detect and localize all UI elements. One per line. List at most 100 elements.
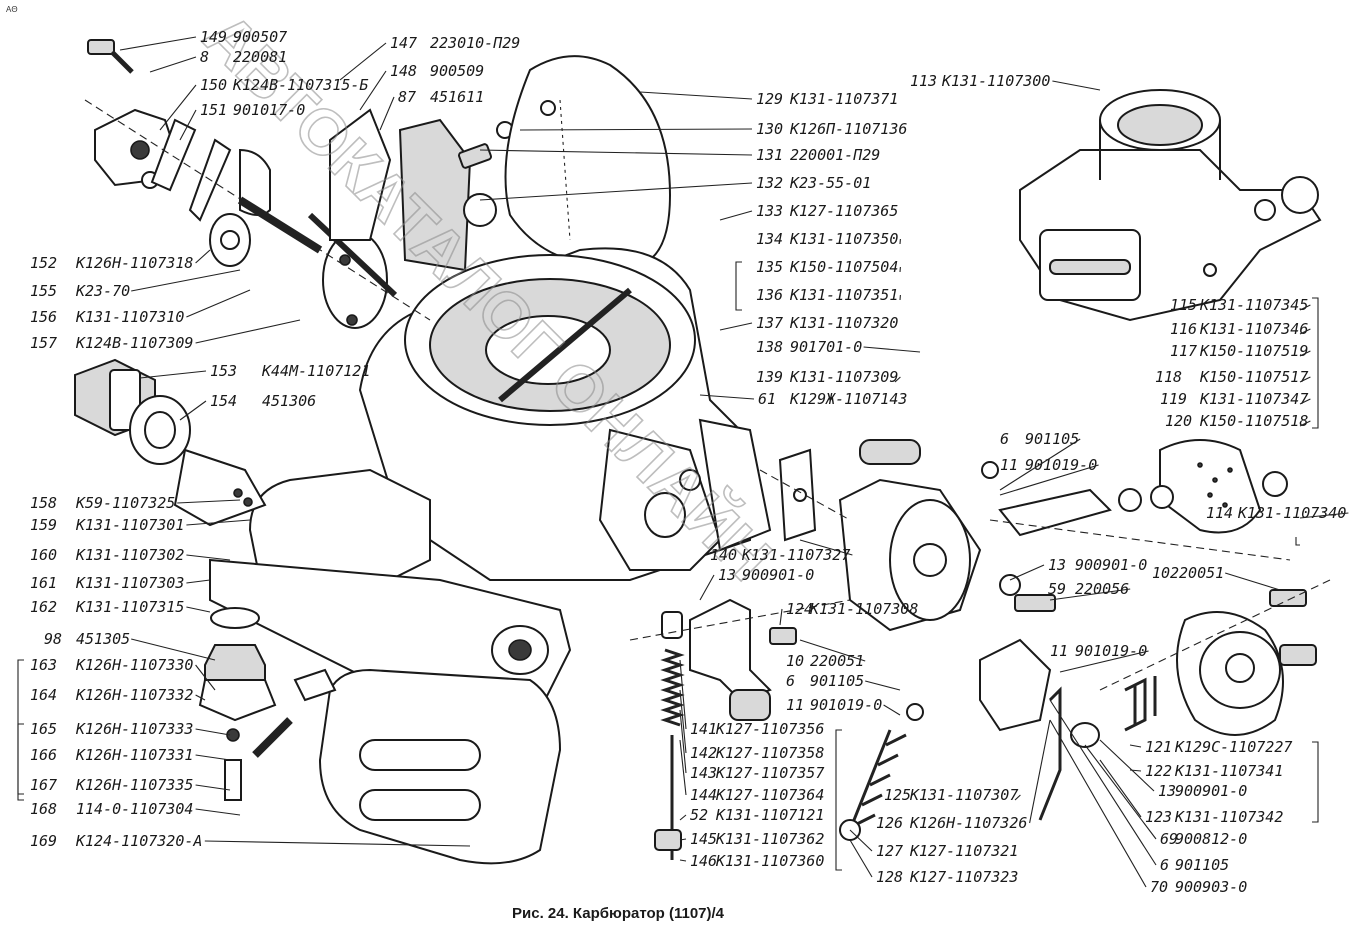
callout-part-code: К131-1107346 (1199, 320, 1308, 338)
callout-number: 154 (210, 392, 237, 410)
leader-line (1052, 81, 1100, 90)
callout-number: 134 (756, 230, 783, 248)
leader-line (196, 250, 210, 263)
callout: 136 К131-1107351 (756, 286, 898, 304)
leader-line (884, 705, 900, 715)
leader-line (196, 320, 300, 343)
callout-part-code: К127-1107323 (909, 868, 1018, 886)
callout-part-code: К127-1107365 (789, 202, 898, 220)
leader-line (131, 270, 240, 291)
callout-number: 116 (1170, 320, 1197, 338)
callout-number: 118 (1155, 368, 1182, 386)
callout-number: 13 (1048, 556, 1066, 574)
callout-number: 150 (200, 76, 227, 94)
leader-line (780, 609, 782, 625)
callout-part-code: К127-1107321 (909, 842, 1018, 860)
leader-line (120, 37, 196, 50)
callout-part-code: К131-1107308 (809, 600, 918, 618)
float-chamber (320, 670, 560, 863)
callout-number: 125 (884, 786, 911, 804)
callout-part-code: К126Н-1107318 (75, 254, 193, 272)
callout-part-code: К126Н-1107331 (75, 746, 193, 764)
callout-part-code: К129Ж-1107143 (789, 390, 907, 408)
callout-part-code: 901105 (1175, 856, 1229, 874)
callout-part-code: К23-55-01 (789, 174, 871, 192)
callout-number: 117 (1170, 342, 1197, 360)
callout: 164 К126Н-1107332 (30, 686, 193, 704)
leader-line (680, 815, 686, 820)
callout-part-code: К150-1107517 (1199, 368, 1308, 386)
callout-part-code: К131-1107342 (1174, 808, 1283, 826)
leader-line (1130, 745, 1141, 747)
figure-caption: Рис. 24. Карбюратор (1107)/4 (512, 905, 725, 922)
assembled-carburetor (1020, 90, 1320, 320)
callout-number: 87 (398, 88, 416, 106)
callout-part-code: К126Н-1107332 (75, 686, 193, 704)
callout-number: 137 (756, 314, 783, 332)
corner-mark: AΘ (6, 5, 18, 14)
callout-number: 6 (1160, 856, 1169, 874)
callout-number: 114 (1206, 504, 1233, 522)
callout-number: 136 (756, 286, 783, 304)
callout-part-code: К127-1107358 (715, 744, 824, 762)
callout-part-code: 223010-П29 (430, 34, 520, 52)
callout-number: 10 (786, 652, 804, 670)
callout-part-code: К150-1107518 (1199, 412, 1308, 430)
callout-part-code: 220051 (1170, 564, 1224, 582)
callout-number: 123 (1145, 808, 1172, 826)
leader-line (720, 323, 752, 330)
callout: 118 К150-1107517 (1155, 368, 1308, 386)
callout-part-code: К131-1107302 (75, 546, 184, 564)
callout-number: 144 (690, 786, 717, 804)
callout-number: 165 (30, 720, 57, 738)
callout-number: 143 (690, 764, 717, 782)
callout-number: 121 (1145, 738, 1172, 756)
leader-line (850, 830, 872, 851)
callout-part-code: 901105 (810, 672, 864, 690)
leader-line (720, 211, 752, 220)
callout-part-code: К131-1107327 (741, 546, 850, 564)
callout-part-code: К127-1107357 (715, 764, 824, 782)
leader-line (186, 555, 230, 560)
leader-line (850, 840, 872, 877)
callout-part-code: 901019-0 (1025, 456, 1097, 474)
callout-number: 140 (710, 546, 737, 564)
leader-line (150, 57, 196, 72)
callout-part-code: К131-1107351 (789, 286, 898, 304)
callout-number: 164 (30, 686, 57, 704)
callout-part-code: 451305 (76, 630, 130, 648)
callout-number: 159 (30, 516, 57, 534)
callout-number: 70 (1150, 878, 1168, 896)
callout-part-code: К131-1107362 (715, 830, 824, 848)
callout-number: 155 (30, 282, 57, 300)
callout-part-code: К44М-1107121 (261, 362, 370, 380)
